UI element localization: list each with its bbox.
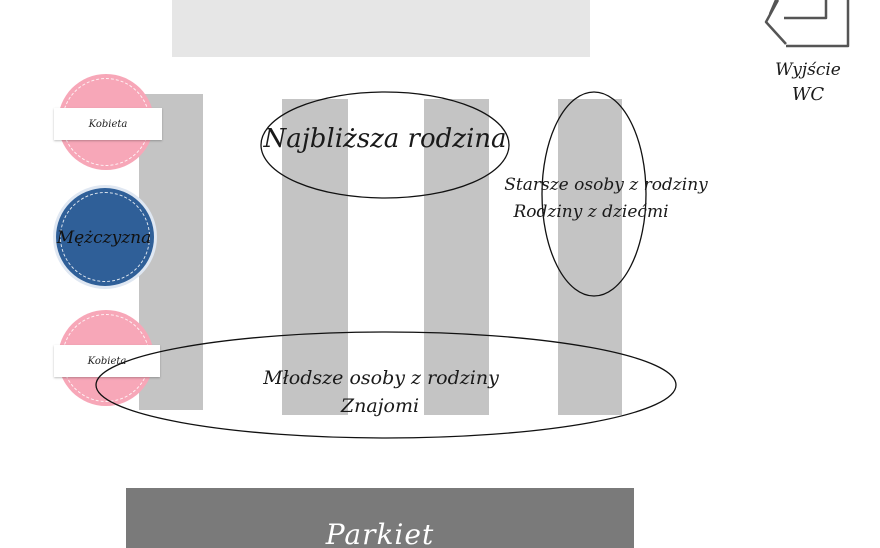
exit-label-line2: WC [791, 84, 825, 105]
top-area [172, 0, 590, 57]
exit-arrow-icon [764, 0, 850, 48]
older-family-label-line2: Rodziny z dziećmi [513, 202, 669, 222]
guest-ring [60, 192, 150, 282]
exit-label-line1: Wyjście [775, 60, 841, 80]
younger-family-label-line2: Znajomi [340, 395, 420, 417]
guest-man [56, 188, 154, 286]
close-family-label: Najbliższa rodzina [263, 124, 507, 154]
table-4 [558, 99, 622, 415]
older-family-label-line1: Starsze osoby z rodziny [504, 175, 708, 195]
guest-label-woman-bottom: Kobieta [54, 345, 160, 377]
dance-floor-label: Parkiet [325, 518, 435, 548]
guest-label-woman-top: Kobieta [54, 108, 162, 140]
younger-family-label-line1: Młodsze osoby z rodziny [263, 367, 499, 389]
dance-floor: Parkiet [126, 488, 634, 548]
guest-label-man: Mężczyzna [56, 228, 152, 248]
